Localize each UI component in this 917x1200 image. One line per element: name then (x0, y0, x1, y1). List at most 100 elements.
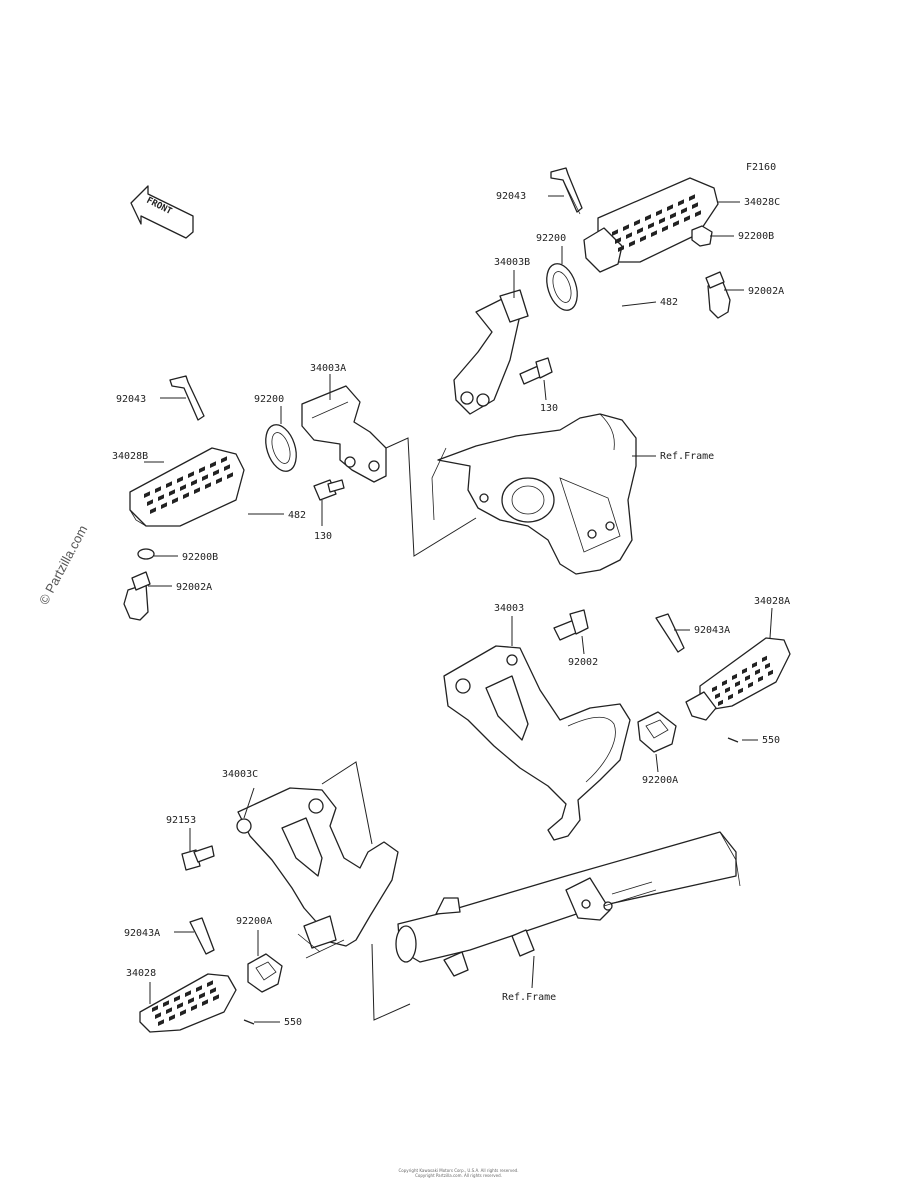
label-34003: 34003 (494, 603, 524, 614)
footpeg-rubber-block (166, 481, 172, 488)
footpeg-rubber-block (196, 985, 202, 992)
label-92200b-top: 92200B (738, 231, 774, 242)
pin-92043-top (550, 167, 583, 215)
bolt-92153 (181, 845, 215, 871)
footpeg-rubber-block (725, 686, 730, 693)
footpeg-rubber-block (752, 661, 757, 668)
label-34003c: 34003C (222, 769, 258, 780)
label-92043a-left: 92043A (124, 928, 160, 939)
footpeg-rubber-block (158, 1019, 164, 1026)
footpeg-rubber-block (155, 1012, 161, 1019)
footpeg-rubber-block (191, 479, 197, 486)
label-34003b: 34003B (494, 257, 530, 268)
footpeg-rubber-block (640, 235, 646, 242)
footpeg-rubber-block (205, 482, 211, 489)
footpeg-rubber-block (185, 990, 191, 997)
footpeg-rubber-block (216, 477, 222, 484)
label-34003a: 34003A (310, 363, 346, 374)
front-arrow-icon: FRONT (130, 185, 194, 239)
footpeg-34028b (129, 447, 245, 527)
label-92043-left: 92043 (116, 394, 146, 405)
bolt-130-left (313, 479, 345, 501)
footpeg-rubber-block (188, 471, 194, 478)
footpeg-rubber-block (155, 486, 161, 493)
footpeg-rubber-block (194, 487, 200, 494)
footpeg-rubber-block (735, 680, 740, 687)
label-550-right: 550 (762, 735, 780, 746)
label-92200-top: 92200 (536, 233, 566, 244)
footpeg-rubber-block (227, 472, 233, 479)
footpeg-rubber-block (689, 194, 695, 201)
footer-line-1: Copyright Kawasaki Motors Corp., U.S.A. … (398, 1168, 519, 1173)
label-92002a-top: 92002A (748, 286, 784, 297)
footpeg-rubber-block (626, 232, 632, 239)
footpeg-rubber-block (722, 679, 727, 686)
footpeg-rubber-block (147, 499, 153, 506)
footpeg-rubber-block (180, 1009, 186, 1016)
footpeg-rubber-block (150, 507, 156, 514)
footpeg-rubber-block (213, 469, 219, 476)
label-130-top: 130 (540, 403, 558, 414)
pin-92043a-left (189, 917, 215, 955)
footpeg-rubber-block (161, 502, 167, 509)
footpeg-rubber-block (692, 202, 698, 209)
label-92200-left: 92200 (254, 394, 284, 405)
footpeg-rubber-block (667, 204, 673, 211)
footpeg-rubber-block (762, 655, 767, 662)
footpeg-rubber-block (732, 673, 737, 680)
footpeg-rubber-block (728, 693, 733, 700)
footpeg-rubber-block (768, 669, 773, 676)
pin-550-left (243, 1019, 255, 1025)
footpeg-rubber-block (629, 240, 635, 247)
footpeg-rubber-block (172, 497, 178, 504)
footpeg-rubber-block (188, 997, 194, 1004)
footpeg-rubber-block (738, 687, 743, 694)
collar-92200-left (265, 424, 297, 472)
collar-92200-top (546, 263, 578, 311)
frame-part-top (431, 413, 637, 575)
footpeg-rubber-block (169, 489, 175, 496)
footpeg-rubber-block (180, 484, 186, 491)
label-92200b-left: 92200B (182, 552, 218, 563)
bolt-92002 (553, 609, 589, 641)
footpeg-34028 (139, 973, 237, 1033)
label-34028: 34028 (126, 968, 156, 979)
footpeg-rubber-block (670, 212, 676, 219)
label-34028c: 34028C (744, 197, 780, 208)
footpeg-rubber-block (718, 699, 723, 706)
footpeg-rubber-block (637, 227, 643, 234)
footer-line-2: Copyright Partzilla.com. All rights rese… (415, 1173, 502, 1178)
label-92153: 92153 (166, 815, 196, 826)
footpeg-rubber-block (163, 1000, 169, 1007)
footpeg-rubber-block (612, 229, 618, 236)
footpeg-rubber-block (765, 662, 770, 669)
footpeg-rubber-block (174, 995, 180, 1002)
footer-copyright: Copyright Kawasaki Motors Corp., U.S.A. … (0, 1168, 917, 1178)
footpeg-rubber-block (224, 464, 230, 471)
label-482-top: 482 (660, 297, 678, 308)
pin-92043a-right (655, 613, 685, 653)
footpeg-rubber-block (712, 685, 717, 692)
footpeg-rubber-block (748, 681, 753, 688)
footpeg-rubber-block (199, 466, 205, 473)
label-550-left: 550 (284, 1017, 302, 1028)
footpeg-rubber-block (191, 1004, 197, 1011)
footpeg-rubber-block (177, 476, 183, 483)
footpeg-rubber-block (755, 668, 760, 675)
footpeg-rubber-block (158, 494, 164, 501)
footpeg-rubber-block (144, 491, 150, 498)
footpeg-rubber-block (695, 210, 701, 217)
footpeg-rubber-block (742, 667, 747, 674)
footpeg-rubber-block (210, 461, 216, 468)
footpeg-rubber-block (651, 230, 657, 237)
footpeg-rubber-block (673, 220, 679, 227)
label-ref-frame-bottom: Ref.Frame (502, 992, 556, 1003)
footpeg-rubber-block (758, 675, 763, 682)
washer-92200b-left (137, 548, 155, 560)
footpeg-rubber-block (678, 199, 684, 206)
label-92043a-right: 92043A (694, 625, 730, 636)
footpeg-34028c (583, 177, 719, 273)
footpeg-rubber-block (152, 1005, 158, 1012)
